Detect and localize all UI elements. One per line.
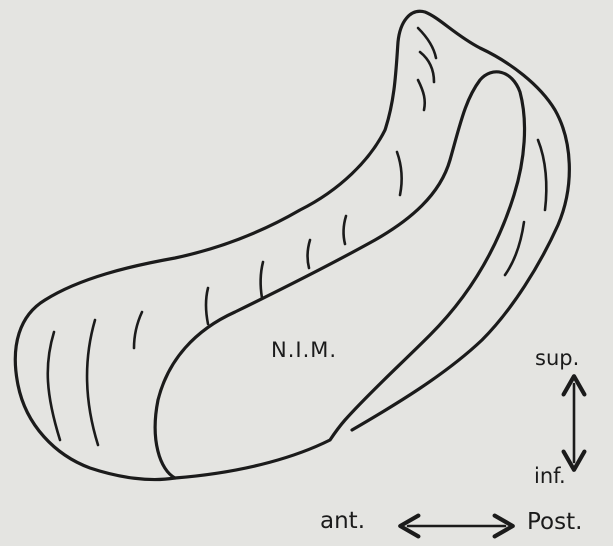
hatch-stroke [418,80,425,110]
hatch-stroke [538,140,546,210]
hatch-stroke [420,52,434,82]
hatch-stroke [87,320,98,445]
hatch-stroke [261,262,263,298]
hatch-stroke [134,312,142,348]
orientation-label-superior: sup. [535,348,579,369]
inner-outline [155,72,524,478]
orientation-label-posterior: Post. [527,511,582,534]
hatch-stroke [48,332,60,440]
region-label-nim: N.I.M. [271,340,337,361]
hatch-stroke [505,222,524,275]
hatch-stroke [206,288,208,324]
outer-outline [15,11,569,479]
hatch-stroke [397,152,402,195]
hatch-stroke [308,240,310,268]
orientation-label-inferior: inf. [534,466,566,487]
orientation-label-anterior: ant. [320,510,365,533]
hatch-stroke [344,216,346,244]
